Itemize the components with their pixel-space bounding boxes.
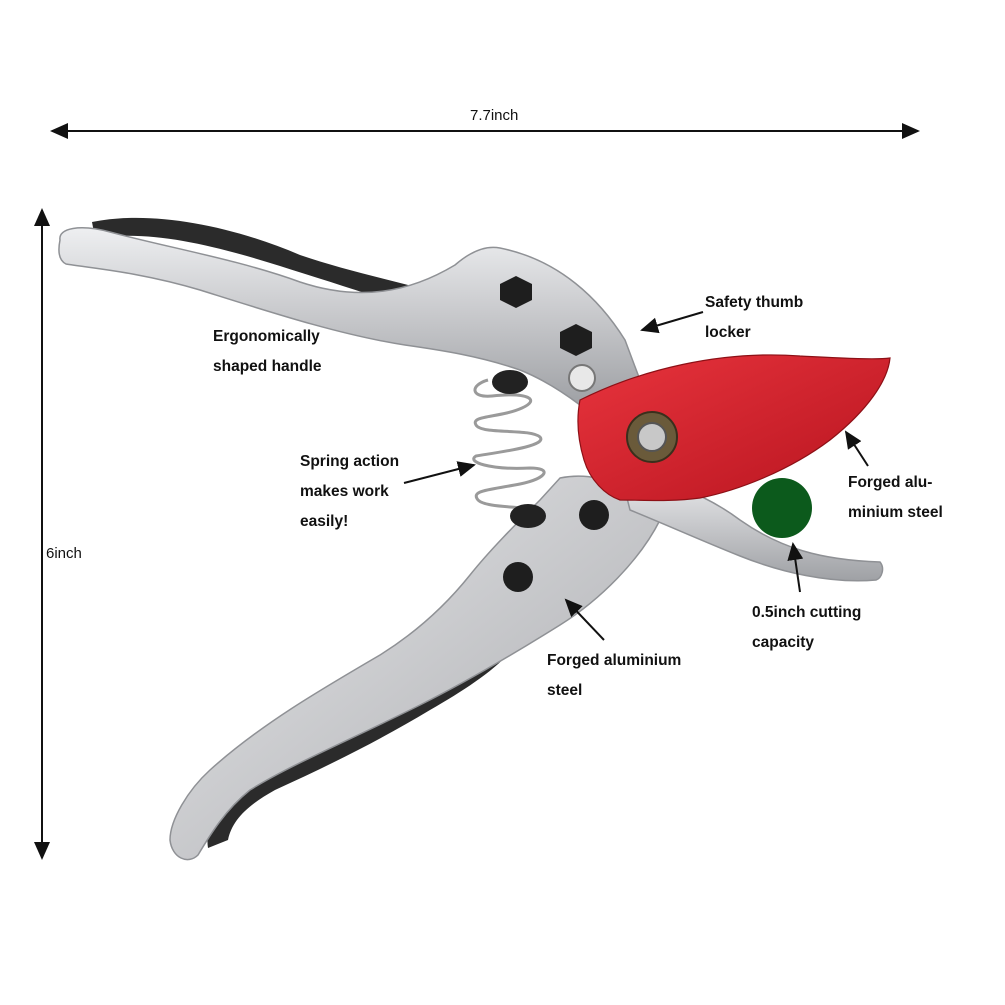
cutting-capacity-dot: [752, 478, 812, 538]
upper-hex-nut-2: [560, 324, 592, 356]
spring: [472, 378, 546, 512]
capacity-callout-line2: capacity: [752, 634, 815, 651]
thumb-locker-callout-arrow: [640, 311, 704, 334]
lower-screw-2: [503, 562, 533, 592]
blade-callout-line2: minium steel: [848, 504, 943, 521]
capacity-callout-arrow: [787, 542, 804, 593]
spring-callout-line2: makes work: [300, 483, 389, 500]
upper-bumper: [492, 370, 528, 394]
lower-handle-callout-line1: Forged aluminium: [547, 652, 682, 669]
upper-blade: [577, 354, 891, 502]
height-label: 6inch: [46, 545, 82, 562]
lower-handle-callout: Forged aluminium steel: [547, 646, 681, 706]
handle-callout: Ergonomically shaped handle: [213, 322, 322, 382]
handle-callout-line1: Ergonomically: [213, 328, 320, 345]
width-label: 7.7inch: [470, 107, 519, 124]
lower-handle-callout-arrow: [564, 598, 605, 641]
lower-screw-1: [579, 500, 609, 530]
blade-callout-arrow: [844, 430, 869, 467]
pivot-bolt-inner: [637, 422, 667, 452]
thumb-locker-callout-line2: locker: [705, 324, 751, 341]
lower-handle-callout-line2: steel: [547, 682, 583, 699]
blade-callout: Forged alu- minium steel: [848, 468, 943, 528]
handle-callout-line2: shaped handle: [213, 358, 322, 375]
thumb-locker-callout: Safety thumb locker: [705, 288, 803, 348]
upper-hex-nut-1: [500, 276, 532, 308]
thumb-locker-callout-line1: Safety thumb: [705, 294, 804, 311]
capacity-callout-line1: 0.5inch cutting: [752, 604, 862, 621]
spring-callout: Spring action makes work easily!: [300, 447, 399, 537]
capacity-callout: 0.5inch cutting capacity: [752, 598, 861, 658]
lower-handle: [169, 475, 661, 861]
spring-callout-line3: easily!: [300, 513, 349, 530]
upper-handle: [58, 227, 641, 406]
thumb-locker-knob: [568, 364, 596, 392]
lower-bumper: [510, 504, 546, 528]
spring-callout-line1: Spring action: [300, 453, 400, 470]
spring-callout-arrow: [403, 461, 476, 484]
blade-callout-line1: Forged alu-: [848, 474, 933, 491]
